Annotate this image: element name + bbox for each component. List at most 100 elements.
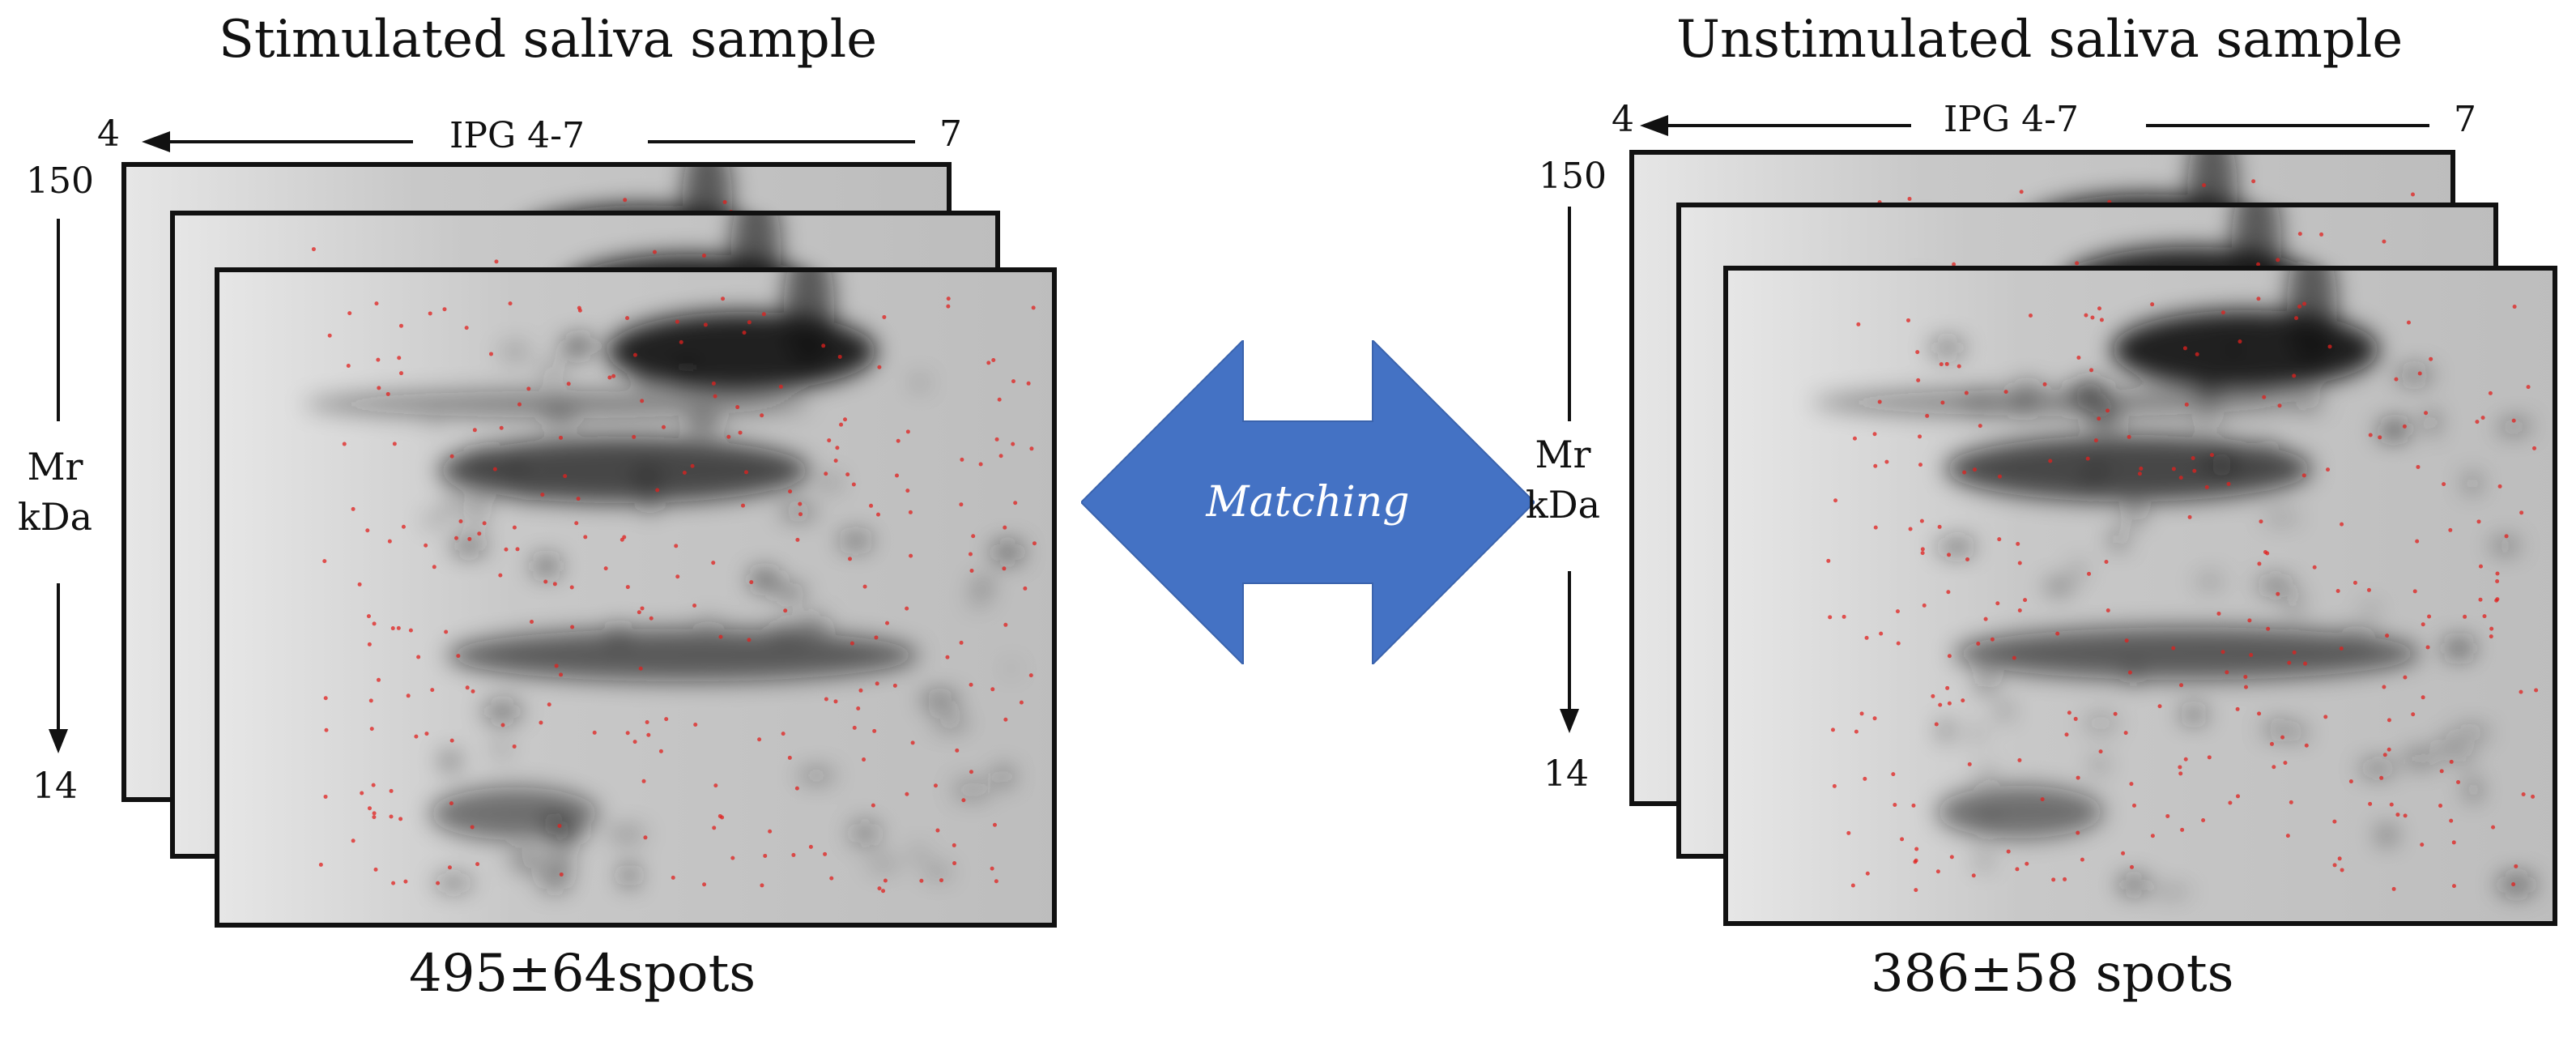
spot-marker [470, 825, 475, 830]
spot-marker [1997, 474, 2002, 479]
protein-spot [2401, 749, 2439, 767]
mw-axis-arrowhead [49, 729, 68, 753]
spot-marker [2285, 834, 2290, 838]
spot-marker [489, 352, 494, 356]
spot-marker [883, 878, 888, 883]
spot-marker [559, 435, 564, 440]
spot-marker [1967, 762, 1972, 766]
spot-marker [1947, 552, 1952, 557]
spot-marker [2123, 731, 2128, 736]
spot-marker [1973, 467, 1978, 472]
spot-marker [875, 681, 879, 686]
spot-marker [2332, 863, 2337, 868]
spot-marker [1830, 727, 1835, 732]
spot-marker [2080, 857, 2084, 862]
spot-marker [2097, 416, 2101, 421]
gel-background [219, 272, 1052, 923]
spot-marker [2266, 626, 2271, 631]
spot-marker [1935, 869, 1940, 874]
spot-marker [968, 552, 973, 557]
spot-marker [852, 725, 857, 730]
protein-spot [675, 359, 697, 378]
spot-marker [835, 446, 840, 450]
spot-marker [2289, 800, 2293, 804]
protein-spot [423, 514, 447, 526]
spot-marker [2394, 377, 2399, 382]
spot-marker [2292, 373, 2297, 378]
spot-marker [877, 886, 882, 891]
protein-spot [526, 493, 541, 501]
spot-marker [2504, 534, 2509, 539]
spot-marker [508, 301, 513, 306]
spot-marker [2139, 466, 2144, 471]
spot-marker [693, 722, 698, 727]
spot-marker [849, 641, 854, 646]
spot-marker [871, 803, 875, 808]
spot-marker [372, 811, 377, 816]
spot-marker [960, 457, 964, 462]
protein-spot [483, 702, 522, 721]
spot-marker [2127, 670, 2132, 675]
spot-marker [2429, 356, 2433, 361]
spot-marker [436, 881, 441, 885]
spot-marker [1908, 527, 1913, 531]
spot-marker [2225, 670, 2229, 675]
spot-marker [2171, 646, 2176, 651]
spot-marker [1029, 446, 1034, 451]
protein-spot [638, 372, 655, 387]
spot-marker [2463, 614, 2467, 619]
spot-marker [649, 616, 654, 621]
spot-count: 386±58 spots [1871, 944, 2234, 1004]
spot-marker [2063, 877, 2067, 881]
spot-marker [1914, 858, 1918, 863]
spot-marker [1940, 400, 1945, 405]
spot-marker [919, 878, 924, 883]
spot-marker [403, 879, 408, 884]
spot-marker [2263, 549, 2267, 554]
spot-marker [2476, 519, 2481, 524]
spot-marker [905, 429, 910, 434]
protein-spot [546, 824, 583, 847]
ph-max-label: 7 [2454, 99, 2476, 140]
spot-marker [385, 391, 390, 396]
spot-marker [2366, 587, 2371, 592]
matching-label: Matching [1206, 478, 1410, 527]
spot-marker [625, 731, 630, 736]
spot-marker [1846, 830, 1851, 835]
spot-marker [798, 501, 803, 506]
protein-band [1812, 389, 2312, 416]
spot-marker [1997, 537, 2002, 542]
mw-top-label: 150 [1539, 156, 1607, 197]
spot-marker [1879, 631, 1884, 636]
protein-spot [692, 618, 725, 627]
spot-marker [2391, 886, 2396, 891]
spot-marker [869, 503, 874, 508]
mw-top-label: 150 [26, 160, 94, 202]
spot-marker [453, 535, 458, 540]
spot-marker [735, 405, 740, 410]
spot-marker [961, 798, 966, 803]
spot-marker [824, 697, 828, 702]
spot-marker [2137, 471, 2142, 476]
ph-min-label: 4 [1612, 99, 1634, 140]
spot-marker [1833, 498, 1838, 503]
ph-max-label: 7 [939, 113, 962, 155]
left-axes [49, 131, 915, 753]
spot-marker [1877, 399, 1882, 404]
spot-marker [2051, 877, 2056, 882]
spot-marker [1003, 525, 1007, 530]
spot-marker [896, 438, 901, 443]
protein-spot [2007, 401, 2038, 411]
spot-marker [2475, 420, 2480, 425]
spot-marker [2277, 403, 2282, 408]
spot-marker [2106, 408, 2110, 413]
spot-marker [2424, 411, 2429, 416]
protein-spot [1930, 339, 1965, 357]
spot-marker [997, 397, 1002, 402]
protein-spot [2363, 604, 2379, 614]
spot-marker [374, 301, 379, 306]
spot-marker [2182, 346, 2187, 351]
protein-spot [2293, 392, 2325, 412]
spot-marker [323, 794, 328, 799]
spot-marker [1019, 700, 1024, 705]
